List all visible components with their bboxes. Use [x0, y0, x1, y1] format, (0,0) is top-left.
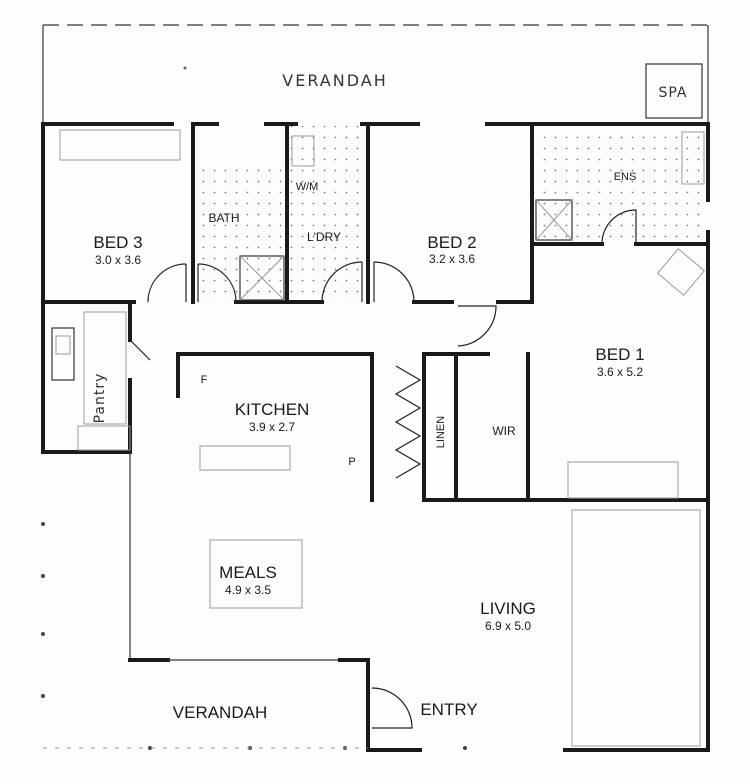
kitchen-size: 3.9 x 2.7 — [249, 420, 295, 434]
meals-label: MEALS — [219, 563, 277, 582]
verandah-bottom-label: VERANDAH — [173, 703, 267, 722]
verandah-top-label: VERANDAH — [282, 71, 387, 90]
verandah-top-area — [42, 24, 709, 124]
wir-label: WIR — [492, 424, 516, 438]
fixtures — [51, 129, 706, 747]
doors — [129, 209, 637, 729]
kitchen-label: KITCHEN — [235, 400, 310, 419]
bed3-size: 3.0 x 3.6 — [95, 253, 141, 267]
ldry-label: L'DRY — [307, 230, 341, 244]
pantry-label: Pantry — [92, 373, 108, 424]
tiled-areas — [196, 126, 708, 302]
bed1-label: BED 1 — [595, 345, 644, 364]
wm-label: W/M — [296, 181, 319, 193]
linen-label: LINEN — [435, 416, 447, 448]
living-size: 6.9 x 5.0 — [485, 619, 531, 633]
ens-label: ENS — [614, 171, 637, 183]
bath-label: BATH — [208, 211, 239, 225]
bed1-size: 3.6 x 5.2 — [597, 365, 643, 379]
bed2-label: BED 2 — [427, 233, 476, 252]
entry-label: ENTRY — [420, 700, 477, 719]
spa-label: SPA — [658, 85, 687, 101]
fridge-label: F — [201, 374, 208, 386]
spa: SPA — [645, 63, 703, 119]
verandah-bottom-posts — [41, 522, 467, 750]
walls — [41, 122, 710, 752]
bed2-size: 3.2 x 3.6 — [429, 252, 475, 266]
bed3-label: BED 3 — [93, 233, 142, 252]
pantry-p-label: P — [348, 456, 355, 468]
living-label: LIVING — [480, 599, 536, 618]
meals-size: 4.9 x 3.5 — [225, 583, 271, 597]
